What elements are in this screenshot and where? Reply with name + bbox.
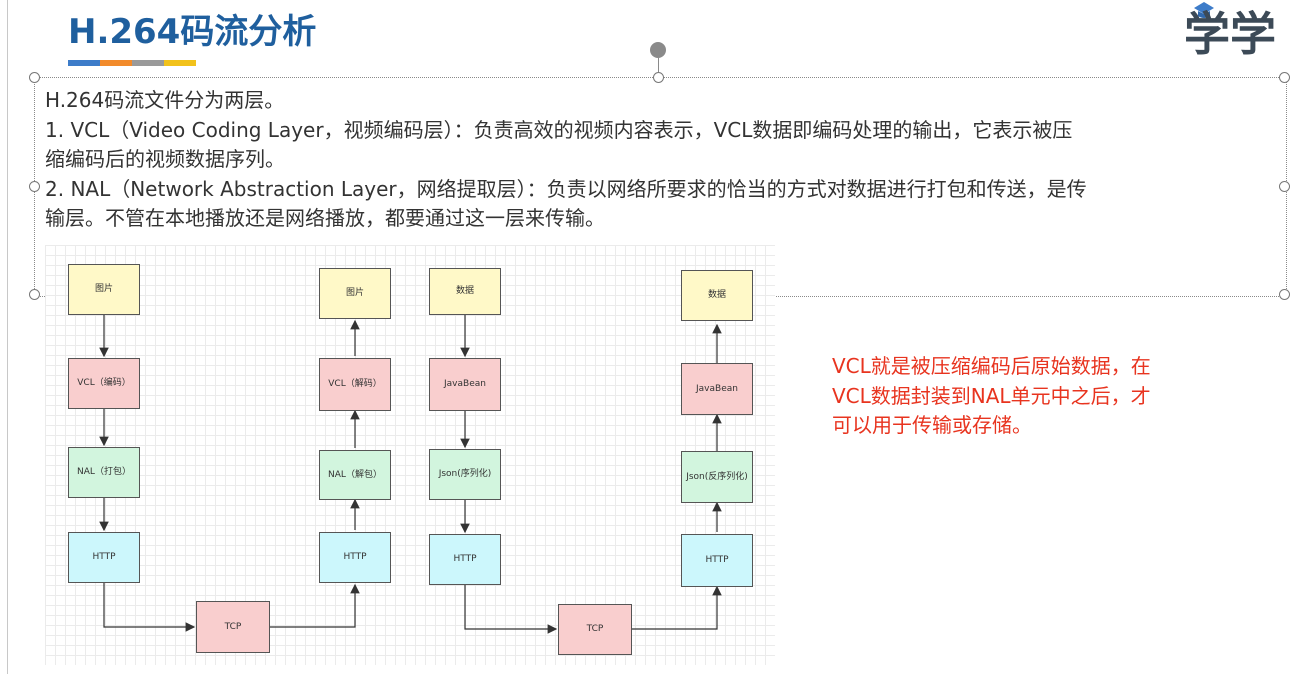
textbox-line-2: 1. VCL（Video Coding Layer，视频编码层）：负责高效的视频… (45, 117, 1073, 142)
textbox-line-5: 输层。不管在本地播放还是网络播放，都要通过这一层来传输。 (45, 206, 605, 230)
title-accent-bar-3 (132, 60, 164, 66)
slide-left-border (7, 0, 8, 674)
note-line-1: VCL就是被压缩编码后原始数据，在 (832, 354, 1151, 378)
node-javabean-serialize[interactable]: JavaBean (429, 358, 501, 411)
node-vcl-decode[interactable]: VCL（解码） (319, 358, 391, 411)
textbox-line-1: H.264码流文件分为两层。 (45, 88, 285, 112)
node-json-serialize[interactable]: Json(序列化) (429, 449, 501, 500)
node-http-encode[interactable]: HTTP (68, 532, 140, 583)
node-tcp-left[interactable]: TCP (196, 601, 270, 653)
textbox-line-3: 缩编码后的视频数据序列。 (45, 147, 285, 171)
node-image-source[interactable]: 图片 (68, 264, 140, 315)
node-http-decode[interactable]: HTTP (319, 532, 391, 583)
node-tcp-right[interactable]: TCP (558, 604, 632, 655)
red-annotation-note[interactable]: VCL就是被压缩编码后原始数据，在 VCL数据封装到NAL单元中之后，才 可以用… (832, 352, 1151, 441)
resize-handle-bottom-left[interactable] (29, 289, 40, 300)
resize-handle-left[interactable] (29, 181, 40, 192)
brand-logo (1180, 0, 1280, 60)
logo-text: 学学 (1184, 7, 1276, 61)
node-http-serialize[interactable]: HTTP (429, 534, 501, 585)
node-data-source[interactable]: 数据 (429, 268, 501, 315)
resize-handle-top[interactable] (653, 72, 664, 83)
title-accent-bar-1 (68, 60, 100, 66)
node-vcl-encode[interactable]: VCL（编码） (68, 358, 140, 409)
diagram-canvas: 图片 VCL（编码） NAL（打包） HTTP 图片 VCL（解码） NAL（解… (45, 245, 775, 665)
note-line-3: 可以用于传输或存储。 (832, 413, 1032, 437)
resize-handle-top-right[interactable] (1279, 72, 1290, 83)
logo-mark-icon (1194, 2, 1214, 18)
rotate-handle[interactable] (650, 42, 666, 58)
node-data-output[interactable]: 数据 (681, 270, 753, 321)
node-image-output[interactable]: 图片 (319, 268, 391, 319)
node-http-deserialize[interactable]: HTTP (681, 534, 753, 587)
body-textbox[interactable]: H.264码流文件分为两层。 1. VCL（Video Coding Layer… (45, 86, 1277, 234)
rotate-handle-stem (658, 58, 659, 72)
textbox-line-4: 2. NAL（Network Abstraction Layer，网络提取层）：… (45, 176, 1087, 201)
slide-title[interactable]: H.264码流分析 (68, 12, 317, 52)
note-line-2: VCL数据封装到NAL单元中之后，才 (832, 383, 1151, 408)
title-accent-bar-2 (100, 60, 132, 66)
node-nal-unpack[interactable]: NAL（解包） (319, 450, 391, 500)
resize-handle-right[interactable] (1279, 181, 1290, 192)
node-javabean-deserialize[interactable]: JavaBean (681, 363, 753, 415)
title-accent-bar-4 (164, 60, 196, 66)
node-nal-pack[interactable]: NAL（打包） (68, 447, 140, 498)
node-json-deserialize[interactable]: Json(反序列化) (681, 451, 753, 503)
diagram-connectors (99, 315, 722, 634)
resize-handle-bottom-right[interactable] (1279, 289, 1290, 300)
resize-handle-top-left[interactable] (29, 72, 40, 83)
